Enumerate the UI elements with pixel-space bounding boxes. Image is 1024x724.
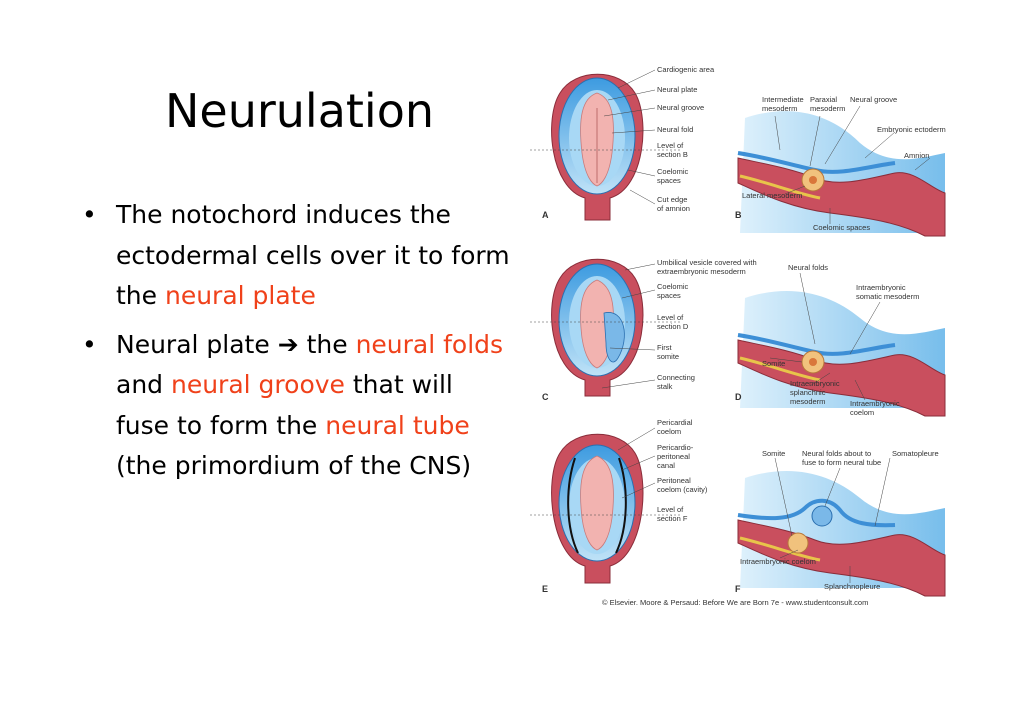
label-d-intraembryonic: Intraembryonic xyxy=(856,283,906,292)
panel-label-c: C xyxy=(542,392,549,402)
right-arrow-icon: ➔ xyxy=(277,329,299,359)
bullet-item: • The notochord induces the ectodermal c… xyxy=(82,195,512,317)
label-c-coelomic-spaces: spaces xyxy=(657,291,681,300)
panel-a-drawing xyxy=(530,73,680,221)
highlight-term: neural groove xyxy=(170,370,345,399)
text-segment: The notochord induces the ectodermal cel… xyxy=(116,200,510,310)
label-coelom-cavity: coelom (cavity) xyxy=(657,485,708,494)
label-neural-folds: Neural folds xyxy=(788,263,828,272)
text-segment: the xyxy=(298,329,356,359)
figure-svg: A Cardiogenic area Neural plate Neural g… xyxy=(530,65,946,607)
label-umbilical-vesicle: Umbilical vesicle covered with xyxy=(657,258,757,267)
label-amnion: Amnion xyxy=(904,151,929,160)
panel-f-drawing xyxy=(737,470,946,597)
label-level: Level of xyxy=(657,141,684,150)
label-intermediate: Intermediate xyxy=(762,95,804,104)
bullet-item: • Neural plate ➔ the neural folds and ne… xyxy=(82,325,512,487)
panel-c-drawing xyxy=(530,258,680,397)
label-paraxial-mesoderm: mesoderm xyxy=(810,104,845,113)
label-cardiogenic-area: Cardiogenic area xyxy=(657,65,715,74)
panel-a-labels: Cardiogenic area Neural plate Neural gro… xyxy=(657,65,715,213)
panel-d-drawing xyxy=(737,290,946,417)
label-splanch-intraembryonic: Intraembryonic xyxy=(790,379,840,388)
bullet-dot-icon: • xyxy=(82,200,97,229)
text-segment: (the primordium of the CNS) xyxy=(116,451,472,480)
label-extraembryonic-mesoderm: extraembryonic mesoderm xyxy=(657,267,746,276)
label-peritoneal-coelom: Peritoneal xyxy=(657,476,691,485)
label-coelomic: Coelomic xyxy=(657,167,689,176)
label-d-coelom: coelom xyxy=(850,408,874,417)
label-b-coelomic-spaces: Coelomic spaces xyxy=(813,223,870,232)
panel-c-leaders xyxy=(601,263,656,389)
label-intraembryonic-coelom: Intraembryonic coelom xyxy=(740,557,816,566)
panel-e-drawing xyxy=(530,433,680,584)
panel-label-e: E xyxy=(542,584,548,594)
label-c-level: Level of xyxy=(657,313,684,322)
label-coelomic-spaces: spaces xyxy=(657,176,681,185)
label-paraxial: Paraxial xyxy=(810,95,837,104)
label-of-amnion: of amnion xyxy=(657,204,690,213)
label-pericardial-coelom: coelom xyxy=(657,427,681,436)
bullet-text: The notochord induces the ectodermal cel… xyxy=(116,200,510,310)
label-first-somite: somite xyxy=(657,352,679,361)
label-canal: canal xyxy=(657,461,675,470)
label-cut-edge: Cut edge xyxy=(657,195,687,204)
panel-f-labels: Somite Neural folds about to fuse to for… xyxy=(740,449,939,591)
label-e-level-section: section F xyxy=(657,514,688,523)
bullet-list: • The notochord induces the ectodermal c… xyxy=(82,195,512,495)
bullet-dot-icon: • xyxy=(82,329,97,359)
panel-b-drawing xyxy=(737,111,946,237)
label-neural-plate: Neural plate xyxy=(657,85,697,94)
label-peritoneal: peritoneal xyxy=(657,452,690,461)
label-connecting-stalk: stalk xyxy=(657,382,673,391)
panel-e-labels: Pericardial coelom Pericardio- peritonea… xyxy=(657,418,708,523)
label-splanchnic-mesoderm: mesoderm xyxy=(790,397,825,406)
bullet-text: Neural plate ➔ the neural folds and neur… xyxy=(116,330,503,481)
label-somatic-mesoderm: somatic mesoderm xyxy=(856,292,919,301)
label-connecting: Connecting xyxy=(657,373,695,382)
label-splanchnic: splanchnic xyxy=(790,388,826,397)
label-c-coelomic: Coelomic xyxy=(657,282,689,291)
panel-f-leaders xyxy=(774,457,891,583)
text-segment: that will fuse to form the xyxy=(116,370,453,440)
panel-d-leaders xyxy=(769,272,881,401)
label-neural-groove: Neural groove xyxy=(657,103,704,112)
text-segment: and xyxy=(116,370,171,399)
panel-label-d: D xyxy=(735,392,742,402)
highlight-term: neural plate xyxy=(164,281,316,310)
label-intermediate-mesoderm: mesoderm xyxy=(762,104,797,113)
label-lateral-mesoderm: Lateral mesoderm xyxy=(742,191,802,200)
slide-title: Neurulation xyxy=(165,84,435,138)
text-segment: Neural plate xyxy=(116,329,278,359)
label-level-section: section B xyxy=(657,150,688,159)
panel-d-labels: Neural folds Intraembryonic somatic meso… xyxy=(762,263,919,417)
label-e-level: Level of xyxy=(657,505,684,514)
panel-label-b: B xyxy=(735,210,742,220)
label-pericardio: Pericardio- xyxy=(657,443,694,452)
panel-b-leaders xyxy=(774,105,931,224)
label-somatopleure: Somatopleure xyxy=(892,449,939,458)
label-fuse-neural-tube: fuse to form neural tube xyxy=(802,458,881,467)
label-b-neural-groove: Neural groove xyxy=(850,95,897,104)
panel-c-labels: Umbilical vesicle covered with extraembr… xyxy=(657,258,757,391)
panel-a-leaders xyxy=(603,69,656,205)
neurulation-figure: A Cardiogenic area Neural plate Neural g… xyxy=(530,58,960,618)
label-splanchnopleure: Splanchnopleure xyxy=(824,582,880,591)
panel-e-leaders xyxy=(617,427,656,499)
label-d-somite: Somite xyxy=(762,359,785,368)
label-neural-fold: Neural fold xyxy=(657,125,693,134)
label-f-somite: Somite xyxy=(762,449,785,458)
panel-label-f: F xyxy=(735,584,741,594)
label-c-level-section: section D xyxy=(657,322,689,331)
label-pericardial: Pericardial xyxy=(657,418,693,427)
label-first: First xyxy=(657,343,672,352)
label-neural-folds-about: Neural folds about to xyxy=(802,449,871,458)
label-embryonic-ectoderm: Embryonic ectoderm xyxy=(877,125,946,134)
figure-credit: © Elsevier. Moore & Persaud: Before We a… xyxy=(602,598,868,607)
highlight-term: neural folds xyxy=(355,329,504,359)
panel-label-a: A xyxy=(542,210,549,220)
highlight-term: neural tube xyxy=(325,410,470,440)
label-coelom-intraembryonic: Intraembryonic xyxy=(850,399,900,408)
panel-b-labels: Intermediate mesoderm Paraxial mesoderm … xyxy=(742,95,946,232)
